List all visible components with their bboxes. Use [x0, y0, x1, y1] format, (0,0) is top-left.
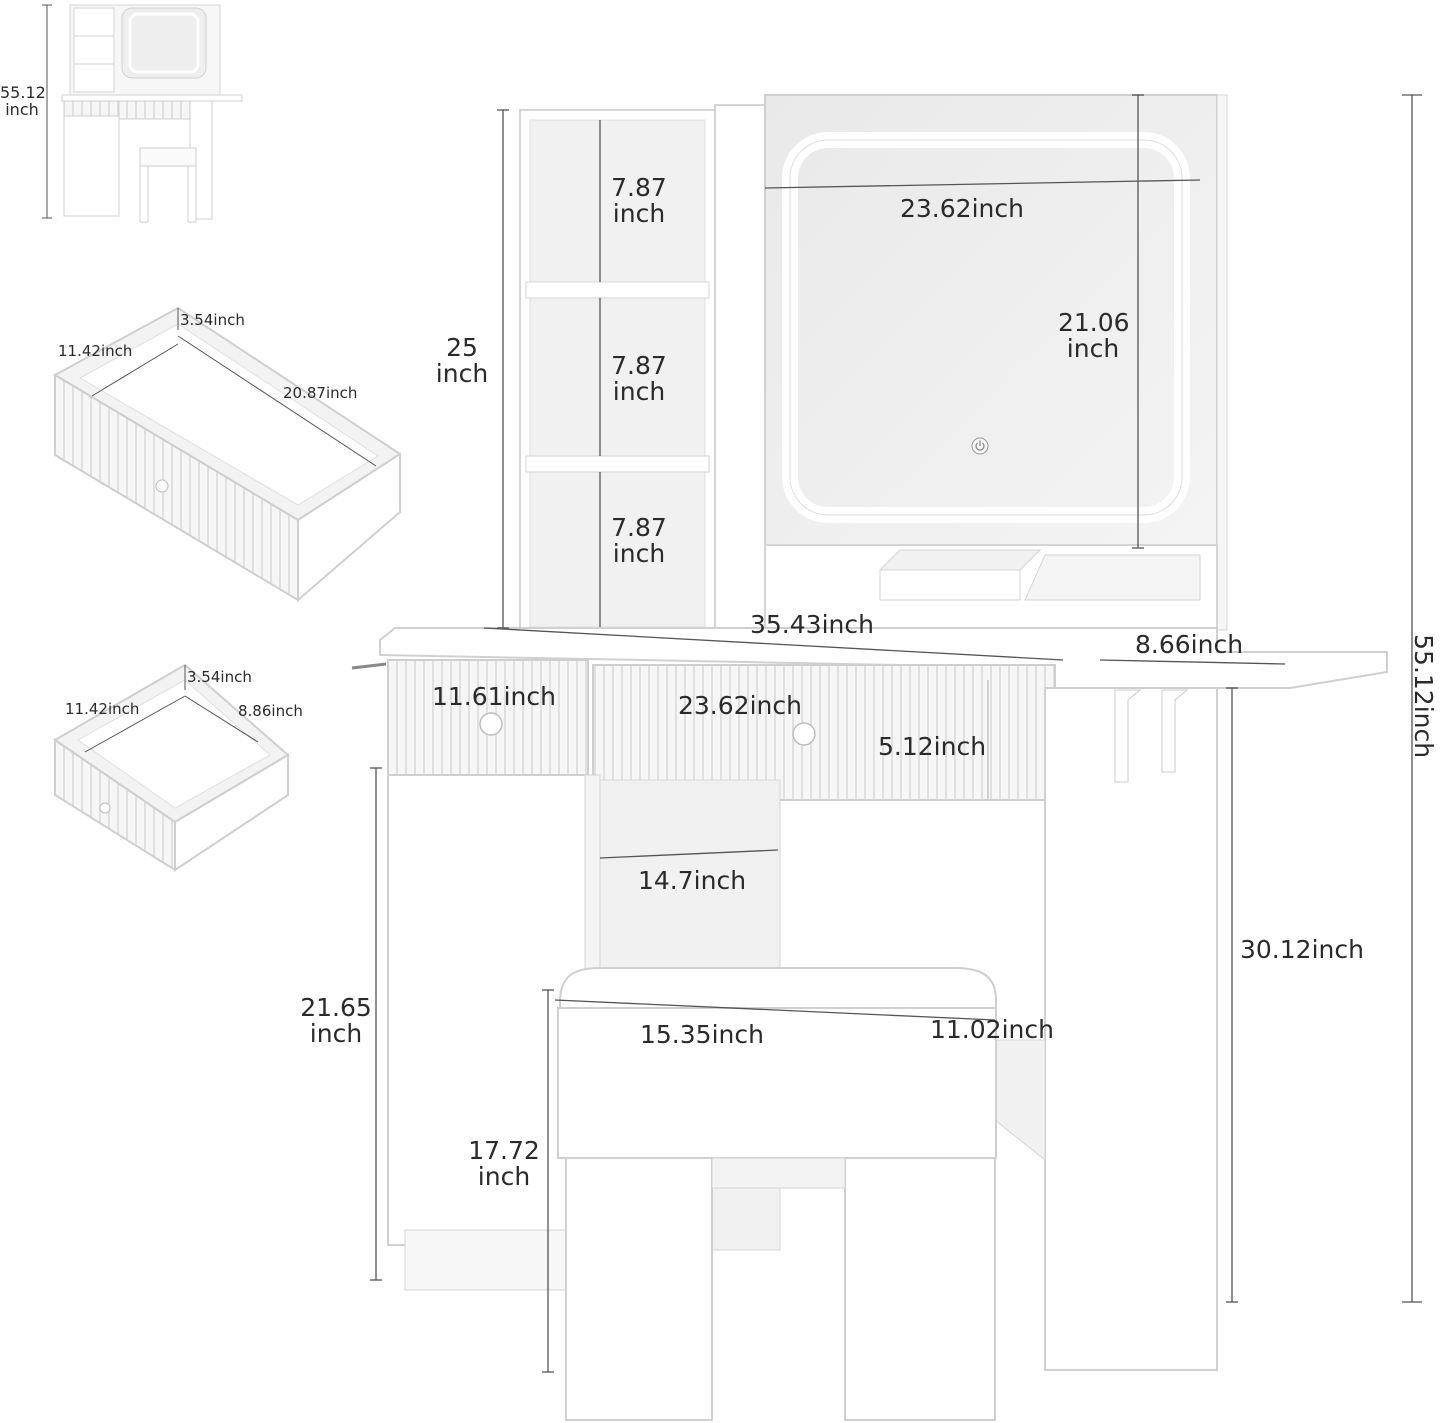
small-drawer-depth-line — [84, 695, 186, 753]
thumbnail-vanity — [61, 4, 243, 223]
left-drawer-width-label: 11.61inch — [432, 682, 556, 711]
small-drawer-depth-label: 11.42inch — [65, 700, 140, 718]
vanity-hutch — [519, 94, 1228, 631]
large-drawer-depth-line — [91, 343, 179, 397]
shelf-2-height-label: 7.87 inch — [611, 351, 667, 407]
large-drawer-illustration — [52, 306, 402, 603]
thumbnail-height-label: 55.12 inch — [0, 83, 46, 119]
desk-top-width-label: 35.43inch — [750, 610, 874, 639]
led-mirror — [782, 132, 1190, 523]
mirror-touch-button[interactable] — [971, 437, 989, 455]
center-drawer-width-label: 23.62inch — [678, 691, 802, 720]
large-drawer-width-label: 20.87inch — [283, 384, 358, 402]
large-drawer-depth-label: 11.42inch — [58, 342, 133, 360]
stool-width-label: 15.35inch — [640, 1020, 764, 1049]
total-height-label: 55.12inch — [1409, 634, 1439, 759]
small-drawer-width-label: 8.86inch — [238, 702, 303, 720]
cabinet-height-label: 21.65 inch — [300, 993, 372, 1049]
small-drawer-width-line — [184, 695, 259, 743]
center-drawer-height-label: 5.12inch — [878, 732, 987, 761]
hutch-height-label: 25 inch — [435, 333, 489, 389]
small-drawer-height-label: 3.54inch — [187, 668, 252, 686]
vanity-stool — [557, 967, 997, 1421]
stool-depth-label: 11.02inch — [930, 1015, 1054, 1044]
knee-space-label: 14.7inch — [638, 866, 747, 895]
small-drawer-illustration — [53, 663, 290, 872]
shelf-3-height-label: 7.87 inch — [611, 513, 667, 569]
dimension-lines — [370, 94, 1422, 1373]
desk-height-label: 30.12inch — [1240, 935, 1364, 964]
mirror-width-label: 23.62inch — [900, 194, 1024, 223]
mirror-base-compartments — [764, 544, 1218, 631]
side-shelf-label: 8.66inch — [1135, 630, 1244, 659]
stool-height-label: 17.72 inch — [468, 1136, 540, 1192]
large-drawer-height-label: 3.54inch — [180, 311, 245, 329]
shelf-1-height-label: 7.87 inch — [611, 173, 667, 229]
large-drawer-width-line — [177, 335, 377, 467]
mirror-height-label: 21.06 inch — [1058, 308, 1130, 364]
power-icon — [975, 440, 985, 451]
